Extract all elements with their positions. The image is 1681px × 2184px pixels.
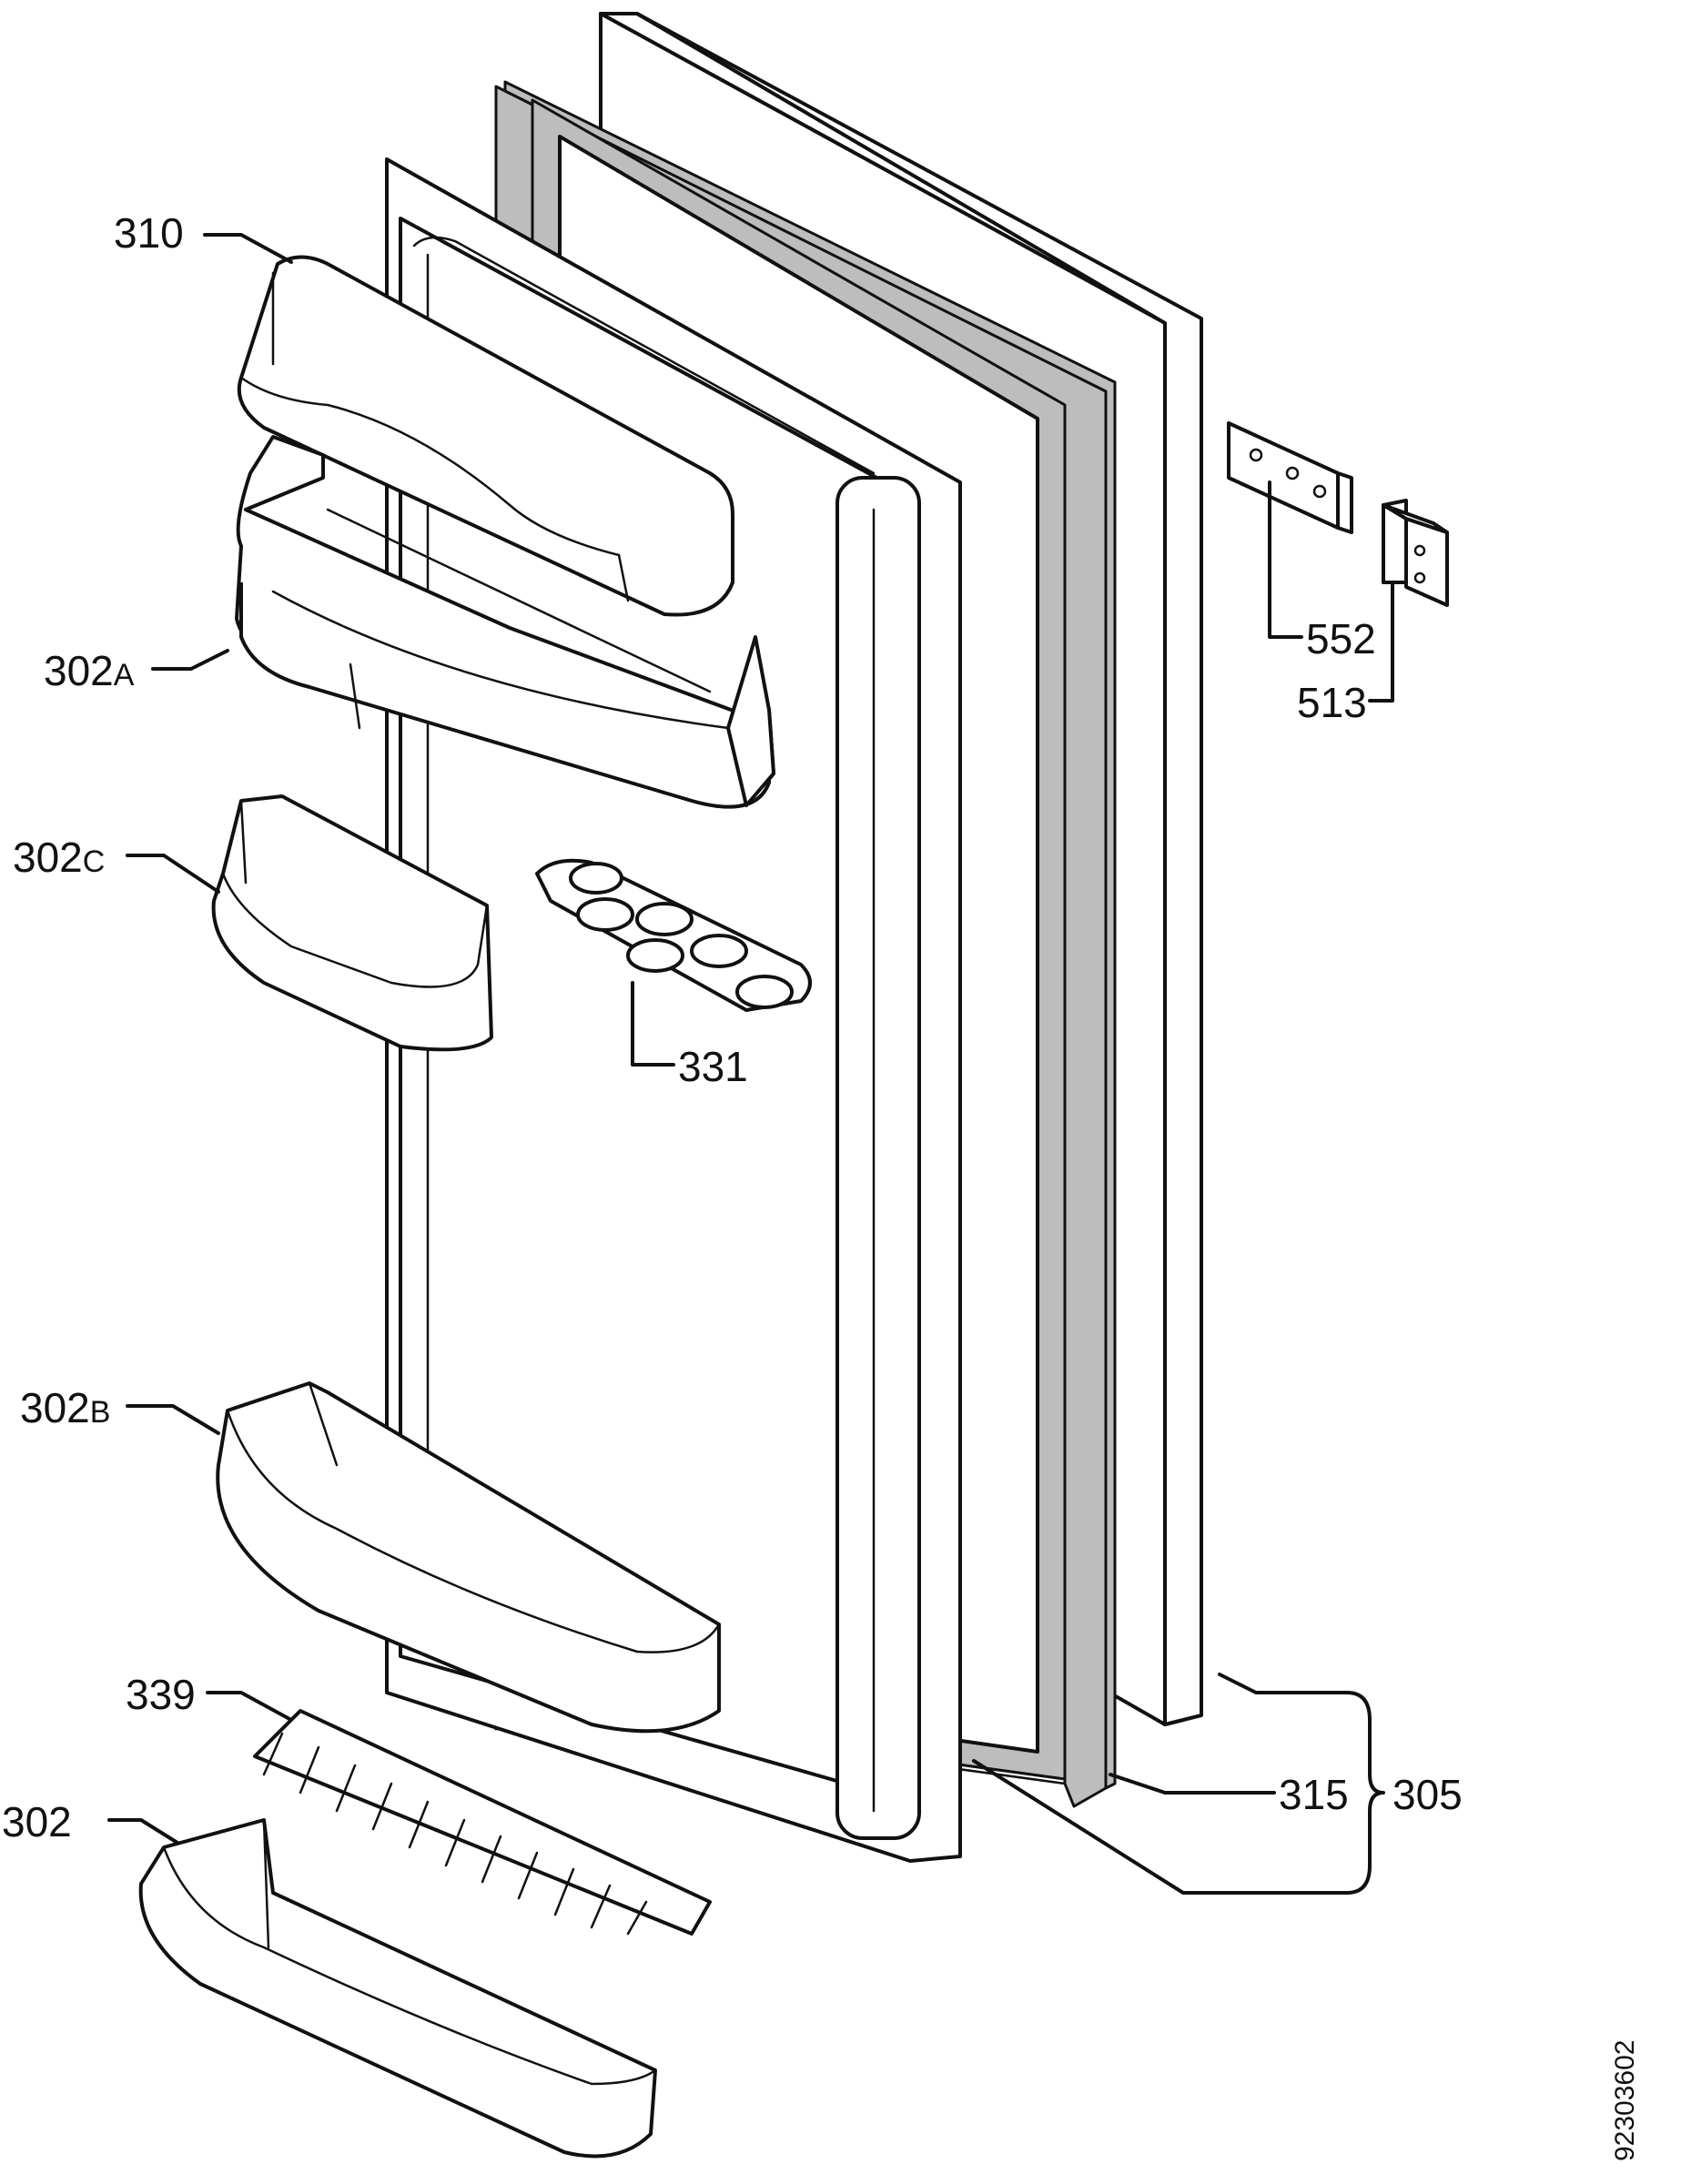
part-302-bottle-shelf [138,1818,657,2159]
callout-315: 315 [1279,1771,1349,1818]
callout-552: 552 [1306,615,1376,662]
callout-310: 310 [114,209,184,257]
leader-lines [107,233,1394,1895]
callout-302c: 302C [13,834,105,881]
part-331-egg-tray [535,858,812,1012]
inner-door-liner [385,157,962,1863]
callout-331: 331 [678,1043,748,1090]
document-code: 92303602 [1610,2040,1640,2161]
callout-302a-suffix: A [114,658,135,693]
callout-305: 305 [1392,1771,1463,1818]
callout-302a: 302A [44,647,135,694]
part-302c-small-shelf [211,794,493,1052]
part-310-dairy-lid [237,255,734,617]
callout-339: 339 [126,1671,196,1718]
callout-302c-suffix: C [83,844,106,879]
callout-302c-number: 302 [13,834,83,881]
part-552-hinge-bracket [1227,421,1353,534]
callout-labels: 310 302A 302C 331 552 513 302B 339 302 3… [2,209,1463,1845]
callout-302b-number: 302 [20,1384,90,1431]
part-302b-door-shelf [216,1381,721,1734]
part-513-hinge-bracket [1382,499,1449,607]
callout-302b: 302B [20,1384,110,1431]
part-339-bottle-rack [253,1709,712,1936]
callout-302: 302 [2,1798,72,1845]
callout-513: 513 [1297,679,1367,726]
callout-302b-suffix: B [90,1395,111,1430]
callout-302a-number: 302 [44,647,114,694]
part-302a-door-shelf [235,435,775,809]
